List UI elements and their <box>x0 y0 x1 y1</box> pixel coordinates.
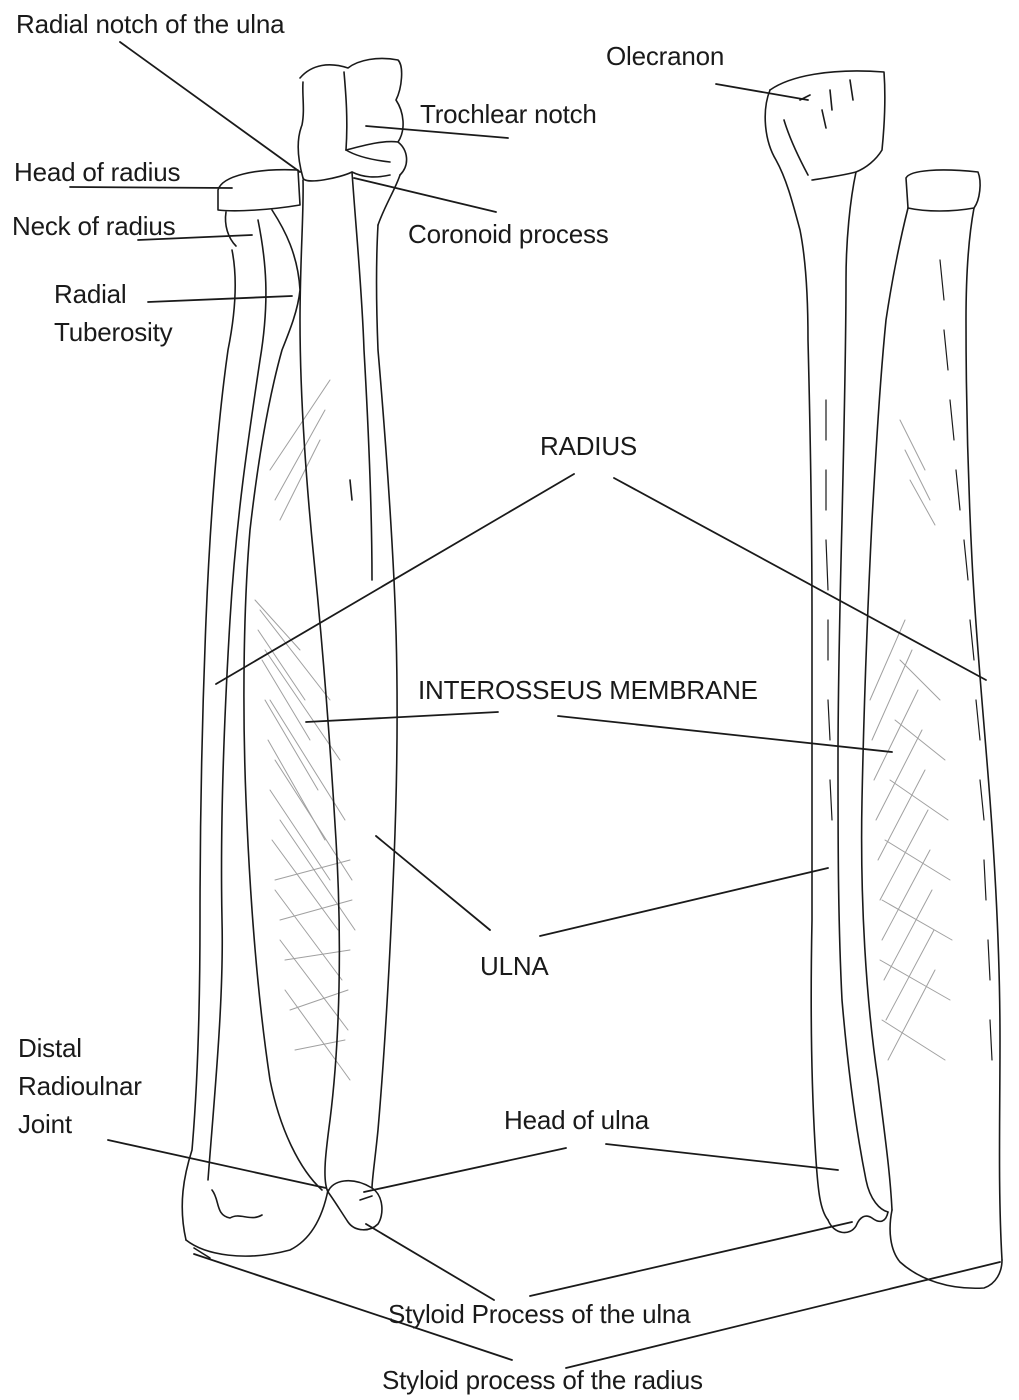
label-styloid-process-of-radius: Styloid process of the radius <box>382 1362 703 1400</box>
right-interosseous-membrane-shading <box>870 420 952 1060</box>
leader-membrane-right <box>558 716 892 752</box>
leader-head-of-ulna-left <box>364 1148 566 1192</box>
left-ulna-bone <box>298 58 406 1229</box>
label-ulna: ULNA <box>480 948 549 986</box>
label-coronoid-process: Coronoid process <box>408 216 609 254</box>
label-trochlear-notch: Trochlear notch <box>420 96 597 134</box>
left-radius-bone <box>182 170 328 1258</box>
label-interosseus-membrane: INTEROSSEUS MEMBRANE <box>418 672 758 710</box>
leader-ulna-right <box>540 868 828 936</box>
label-radial-tuberosity-line2: Tuberosity <box>54 314 172 352</box>
label-distal-radioulnar-joint-line3: Joint <box>18 1106 72 1144</box>
label-head-of-radius: Head of radius <box>14 154 180 192</box>
label-radius: RADIUS <box>540 428 637 466</box>
leader-radial-notch <box>120 42 300 172</box>
leader-radius-left <box>216 474 574 684</box>
label-head-of-ulna: Head of ulna <box>504 1102 649 1140</box>
leader-radius-right <box>614 478 986 680</box>
label-neck-of-radius: Neck of radius <box>12 208 175 246</box>
label-distal-radioulnar-joint-line2: Radioulnar <box>18 1068 142 1106</box>
label-radial-tuberosity-line1: Radial <box>54 276 127 314</box>
leader-radial-tuberosity <box>148 296 292 302</box>
label-radial-notch-of-ulna: Radial notch of the ulna <box>16 6 284 44</box>
leader-styloid-ulna-right <box>530 1222 852 1296</box>
label-olecranon: Olecranon <box>606 38 724 76</box>
right-ulna-bone <box>765 71 888 1233</box>
label-styloid-process-of-ulna: Styloid Process of the ulna <box>388 1296 690 1334</box>
leader-membrane-left <box>306 712 498 722</box>
label-distal-radioulnar-joint-line1: Distal <box>18 1030 82 1068</box>
leader-olecranon <box>716 84 808 100</box>
leader-distal-radioulnar-joint <box>108 1140 326 1188</box>
leader-styloid-ulna-left <box>366 1224 494 1300</box>
leader-head-of-ulna-right <box>606 1144 838 1170</box>
right-radius-bone <box>862 170 1002 1288</box>
leader-coronoid-process <box>354 178 496 212</box>
